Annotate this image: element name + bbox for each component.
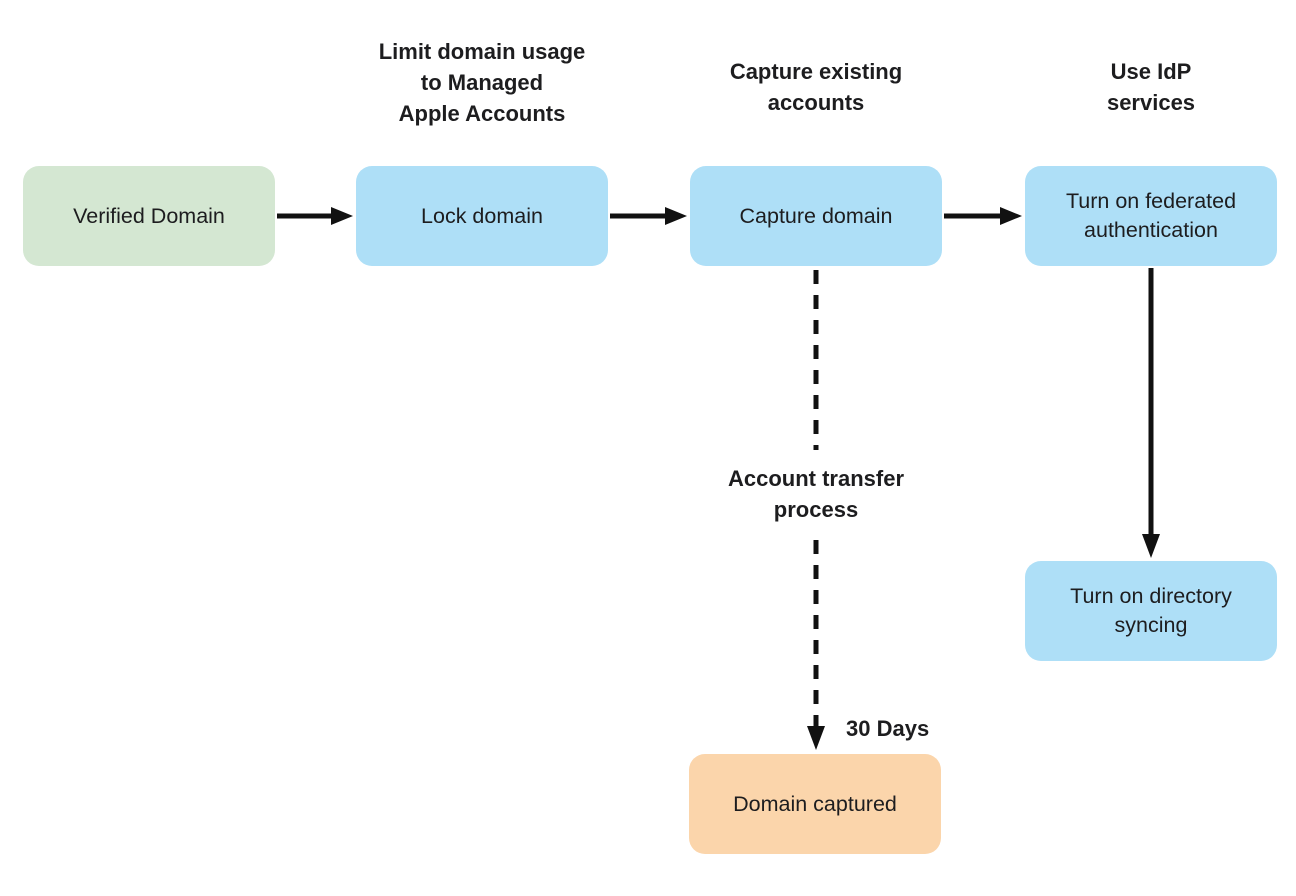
node-turn-on-directory-syncing: Turn on directory syncing — [1025, 561, 1277, 661]
edge-capture-to-captured-dashed — [807, 270, 825, 750]
edge-capture-to-federated — [944, 207, 1022, 225]
node-verified-domain: Verified Domain — [23, 166, 275, 266]
node-lock-domain: Lock domain — [356, 166, 608, 266]
edge-label-30-days: 30 Days — [846, 716, 930, 741]
node-turn-on-federated-authentication: Turn on federated authentication — [1025, 166, 1277, 266]
annotation-limit-domain-usage: Limit domain usage to Managed Apple Acco… — [378, 39, 586, 126]
edge-federated-to-directory — [1142, 268, 1160, 558]
annotation-use-idp-services: Use IdP services — [1106, 59, 1196, 115]
edge-label-account-transfer-process: Account transfer process — [727, 466, 905, 522]
annotation-capture-existing-accounts: Capture existing accounts — [729, 59, 903, 115]
node-capture-domain: Capture domain — [690, 166, 942, 266]
edge-lock-to-capture — [610, 207, 687, 225]
edge-verified-to-lock — [277, 207, 353, 225]
node-domain-captured: Domain captured — [689, 754, 941, 854]
